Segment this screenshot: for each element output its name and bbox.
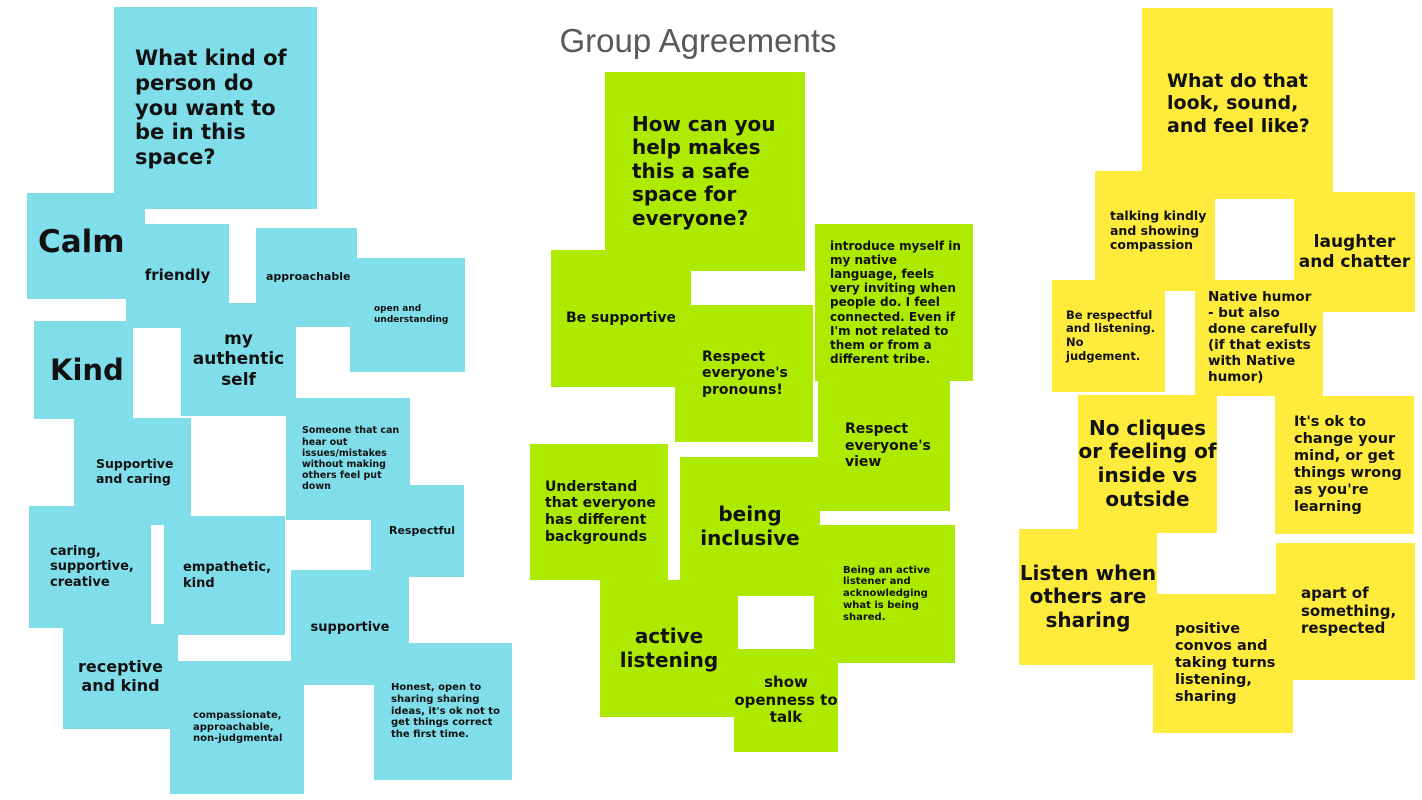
sticky-note-understand[interactable]: Understand that everyone has different b…	[530, 444, 668, 580]
sticky-note-active-listening[interactable]: active listening	[600, 580, 738, 717]
note-text: Supportive and caring	[96, 455, 174, 486]
sticky-note-pronouns[interactable]: Respect everyone's pronouns!	[675, 305, 813, 442]
sticky-note-caring[interactable]: caring, supportive, creative	[29, 506, 151, 628]
sticky-note-blue-header[interactable]: What kind of person do you want to be in…	[114, 7, 317, 209]
note-text: being inclusive	[700, 501, 800, 550]
note-text: Respect everyone's pronouns!	[702, 348, 788, 398]
sticky-note-active-listener[interactable]: Being an active listener and acknowledgi…	[814, 525, 955, 663]
sticky-note-green-header[interactable]: How can you help makes this a safe space…	[605, 72, 805, 271]
note-text: talking kindly and showing compassion	[1110, 207, 1207, 253]
sticky-note-humor[interactable]: Native humor - but also done carefully (…	[1195, 280, 1323, 396]
board-title: Group Agreements	[559, 22, 837, 59]
note-text: Be supportive	[566, 310, 677, 327]
note-text: Someone that can hear out issues/mistake…	[302, 425, 400, 493]
sticky-note-positive[interactable]: positive convos and taking turns listeni…	[1153, 594, 1293, 733]
note-text: approachable	[266, 270, 351, 284]
note-text: Being an active listener and acknowledgi…	[843, 564, 931, 623]
note-text: empathetic, kind	[183, 560, 272, 591]
note-text: Native humor - but also done carefully (…	[1208, 289, 1317, 385]
note-text: laughter and chatter	[1298, 231, 1411, 272]
sticky-note-cliques[interactable]: No cliques or feeling of inside vs outsi…	[1078, 395, 1217, 533]
note-text: Listen when others are sharing	[1019, 560, 1157, 632]
note-text: Calm	[38, 223, 125, 260]
note-text: Respect everyone's view	[845, 421, 931, 471]
sticky-note-view[interactable]: Respect everyone's view	[818, 381, 950, 511]
sticky-note-authentic[interactable]: my authentic self	[181, 303, 296, 416]
note-text: It's ok to change your mind, or get thin…	[1294, 413, 1402, 516]
note-text: Understand that everyone has different b…	[545, 478, 656, 545]
sticky-note-change[interactable]: It's ok to change your mind, or get thin…	[1275, 396, 1414, 534]
note-text: compassionate, approachable, non-judgmen…	[193, 709, 283, 745]
sticky-note-listen[interactable]: Listen when others are sharing	[1019, 529, 1157, 665]
note-text: friendly	[144, 266, 211, 285]
note-text: active listening	[619, 623, 719, 672]
sticky-note-inclusive[interactable]: being inclusive	[680, 457, 820, 596]
sticky-note-compassionate[interactable]: compassionate, approachable, non-judgmen…	[170, 661, 304, 794]
note-text: show openness to talk	[734, 672, 838, 727]
note-text: apart of something, respected	[1301, 583, 1397, 638]
sticky-note-kind[interactable]: Kind	[34, 321, 133, 419]
note-text: Honest, open to sharing sharing ideas, i…	[391, 682, 500, 741]
note-text: No cliques or feeling of inside vs outsi…	[1078, 415, 1217, 511]
sticky-note-introduce[interactable]: introduce myself in my native language, …	[815, 224, 973, 381]
sticky-note-yellow-header[interactable]: What do that look, sound, and feel like?	[1142, 8, 1333, 199]
sticky-note-openness[interactable]: show openness to talk	[734, 649, 838, 752]
note-text: What do that look, sound, and feel like?	[1167, 69, 1310, 137]
sticky-note-receptive[interactable]: receptive and kind	[63, 624, 178, 729]
note-text: open and understanding	[374, 304, 449, 325]
sticky-note-be-supportive[interactable]: Be supportive	[551, 250, 691, 387]
sticky-note-apart[interactable]: apart of something, respected	[1276, 543, 1415, 680]
note-text: positive convos and taking turns listeni…	[1175, 620, 1276, 706]
sticky-note-honest[interactable]: Honest, open to sharing sharing ideas, i…	[374, 643, 512, 780]
sticky-note-talking[interactable]: talking kindly and showing compassion	[1095, 171, 1215, 291]
sticky-note-respectful-listening[interactable]: Be respectful and listening. No judgemen…	[1052, 280, 1165, 392]
sticky-note-respectful[interactable]: Respectful	[371, 485, 464, 577]
note-text: Respectful	[389, 523, 455, 537]
note-text: receptive and kind	[78, 656, 163, 695]
sticky-note-open[interactable]: open and understanding	[350, 258, 465, 372]
note-text: introduce myself in my native language, …	[830, 238, 961, 367]
note-text: supportive	[310, 619, 390, 635]
note-text: caring, supportive, creative	[50, 544, 134, 590]
note-text: How can you help makes this a safe space…	[632, 111, 776, 230]
sticky-note-empathetic[interactable]: empathetic, kind	[164, 516, 285, 635]
note-text: What kind of person do you want to be in…	[135, 46, 287, 170]
note-text: my authentic self	[192, 329, 285, 390]
sticky-note-calm[interactable]: Calm	[27, 193, 145, 299]
note-text: Kind	[50, 352, 124, 387]
note-text: Be respectful and listening. No judgemen…	[1066, 307, 1156, 363]
